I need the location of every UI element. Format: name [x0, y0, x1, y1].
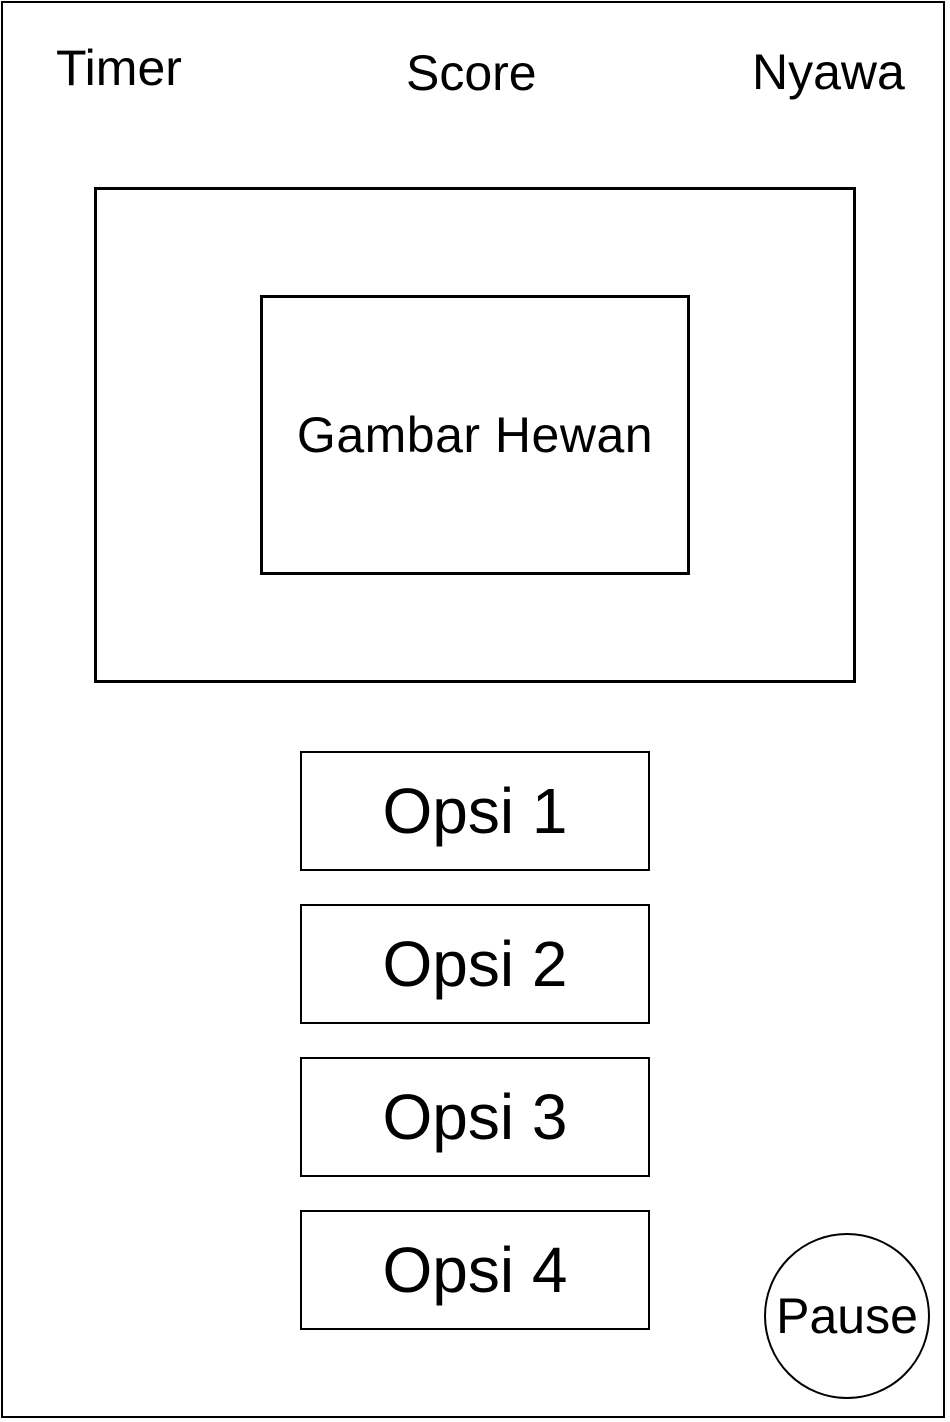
lives-label: Nyawa: [752, 44, 905, 100]
option-3-label: Opsi 3: [382, 1081, 568, 1153]
score-label: Score: [406, 45, 537, 101]
option-2-button[interactable]: Opsi 2: [300, 904, 650, 1024]
pause-button[interactable]: Pause: [764, 1233, 930, 1399]
animal-image-placeholder: Gambar Hewan: [260, 295, 690, 575]
option-2-label: Opsi 2: [382, 928, 568, 1000]
question-image-frame: [94, 187, 856, 683]
option-3-button[interactable]: Opsi 3: [300, 1057, 650, 1177]
option-1-label: Opsi 1: [382, 775, 568, 847]
option-4-button[interactable]: Opsi 4: [300, 1210, 650, 1330]
animal-image-label: Gambar Hewan: [296, 407, 654, 463]
timer-label: Timer: [56, 40, 182, 96]
pause-label: Pause: [776, 1288, 918, 1344]
option-4-label: Opsi 4: [382, 1234, 568, 1306]
option-1-button[interactable]: Opsi 1: [300, 751, 650, 871]
